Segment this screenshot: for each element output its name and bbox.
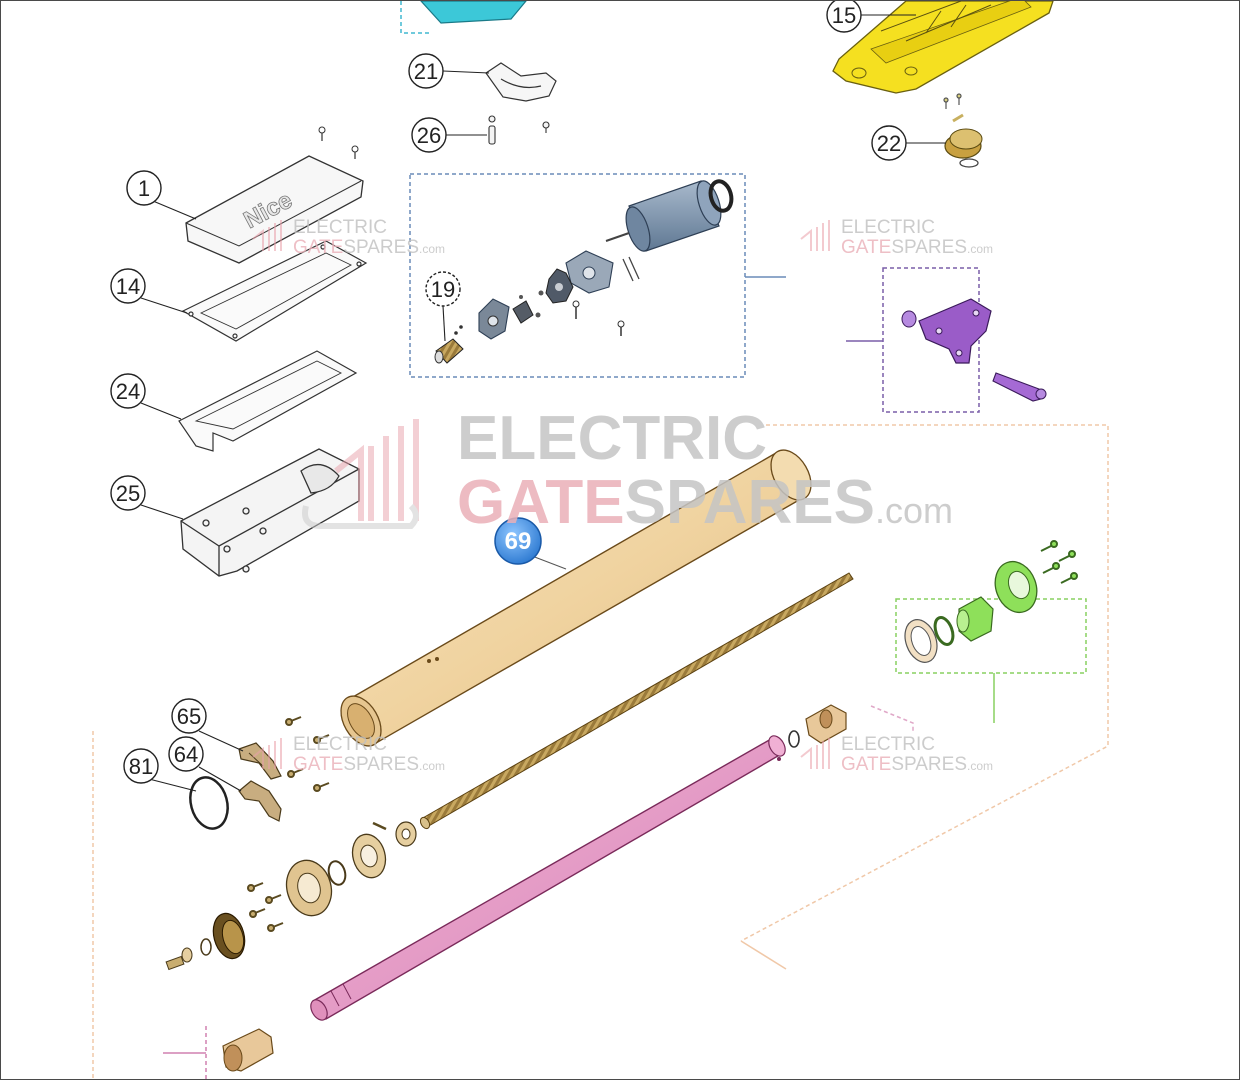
green-parts-group	[904, 540, 1078, 663]
callout-19: 19	[425, 271, 461, 307]
bearings	[285, 821, 417, 917]
watermark-suffix: .com	[875, 490, 953, 531]
svg-text:64: 64	[174, 742, 198, 767]
screws-26	[488, 115, 550, 145]
svg-text:GATESPARES.com: GATESPARES.com	[841, 237, 993, 258]
watermark-small-4: ELECTRIC GATESPARES.com	[800, 734, 993, 775]
svg-text:15: 15	[832, 3, 856, 28]
svg-text:ELECTRIC: ELECTRIC	[841, 217, 935, 238]
callout-24: 24	[110, 373, 146, 409]
callout-64: 64	[168, 736, 204, 772]
clamp-64	[238, 780, 282, 822]
svg-text:1: 1	[138, 176, 150, 201]
gear-bottom-left	[165, 882, 284, 971]
callout-21: 21	[408, 53, 444, 89]
svg-text:25: 25	[116, 481, 140, 506]
watermark-small-3: ELECTRIC GATESPARES.com	[252, 734, 445, 775]
svg-text:ELECTRIC: ELECTRIC	[841, 734, 935, 755]
svg-text:24: 24	[116, 379, 140, 404]
svg-text:81: 81	[129, 754, 153, 779]
svg-text:19: 19	[431, 277, 455, 302]
purple-bracket-group	[901, 298, 1047, 402]
yellow-housing	[832, 1, 1054, 94]
base-25	[180, 448, 360, 577]
gasket-24	[178, 350, 358, 452]
callout-1: 1	[126, 170, 162, 206]
callout-65: 65	[171, 698, 207, 734]
gasket-14	[181, 240, 368, 342]
tan-tube	[340, 449, 812, 747]
watermark-large: ELECTRIC GATESPARES.com	[302, 404, 953, 537]
callout-22: 22	[871, 125, 907, 161]
watermark-logo-icon	[302, 419, 419, 529]
watermark-spares: SPARES	[625, 468, 875, 537]
callout-15: 15	[826, 1, 862, 33]
callout-leaders	[140, 14, 946, 792]
callout-81: 81	[123, 748, 159, 784]
highlight-badge-69: 69	[494, 517, 542, 565]
svg-text:GATESPARES.com: GATESPARES.com	[841, 754, 993, 775]
svg-text:GATESPARES.com: GATESPARES.com	[293, 754, 445, 775]
threaded-rod	[419, 572, 854, 830]
small-screws-left	[285, 716, 330, 792]
svg-text:ELECTRIC: ELECTRIC	[293, 217, 387, 238]
oring-81	[189, 776, 229, 830]
svg-text:26: 26	[417, 123, 441, 148]
pink-tube	[310, 735, 786, 1021]
callout-26: 26	[411, 117, 447, 153]
clamp-65	[238, 742, 282, 780]
screws-22-top	[943, 93, 964, 123]
motor-group	[434, 179, 734, 364]
bracket-21	[485, 62, 557, 102]
bottom-fitting	[222, 1028, 274, 1072]
watermark-gate: GATE	[457, 468, 625, 537]
svg-text:GATESPARES.com: GATESPARES.com	[293, 237, 445, 258]
pink-tube-end-fitting	[788, 704, 847, 748]
svg-text:14: 14	[116, 274, 140, 299]
svg-text:65: 65	[177, 704, 201, 729]
svg-text:21: 21	[414, 59, 438, 84]
highlight-badge-label: 69	[505, 528, 532, 555]
group-boundaries	[92, 1, 1109, 1079]
watermark-small-1: ELECTRIC GATESPARES.com	[252, 217, 445, 258]
callout-14: 14	[110, 268, 146, 304]
cyan-part	[420, 1, 527, 24]
svg-text:22: 22	[877, 131, 901, 156]
svg-text:GATESPARES.com: GATESPARES.com	[457, 468, 953, 537]
callout-25: 25	[110, 475, 146, 511]
watermark-line1: ELECTRIC	[457, 404, 767, 473]
gear-22	[944, 128, 983, 168]
watermark-small-2: ELECTRIC GATESPARES.com	[800, 217, 993, 258]
svg-text:ELECTRIC: ELECTRIC	[293, 734, 387, 755]
cover-1: Nice	[185, 126, 364, 264]
